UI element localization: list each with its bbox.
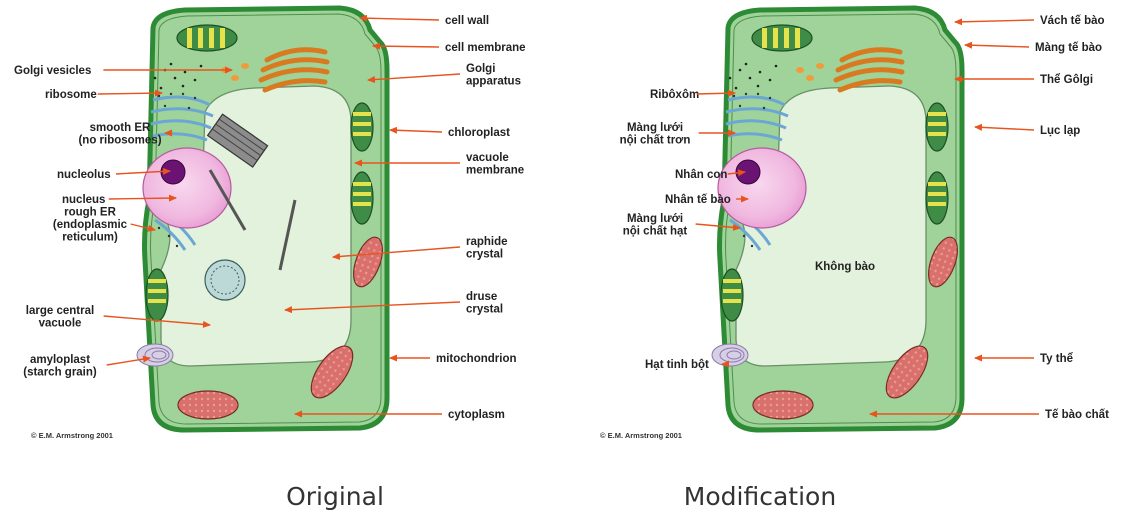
leader-arrow-cell-wall xyxy=(360,18,439,20)
leader-arrow-cell-membrane xyxy=(373,46,439,47)
original-caption: Original xyxy=(286,482,384,511)
label-mitochondrion: Ty thể xyxy=(1040,353,1074,365)
label-chloroplast: Lục lạp xyxy=(1040,125,1080,137)
label-ribosome: Ribôxôm xyxy=(650,89,699,101)
leader-arrow-ribosome xyxy=(697,93,735,94)
label-amyloplast: Hạt tinh bột xyxy=(645,359,709,371)
label-cell-membrane: cell membrane xyxy=(445,42,526,54)
label-mitochondrion: mitochondrion xyxy=(436,353,517,365)
leader-arrow-cell-wall xyxy=(955,20,1034,22)
modified-cell xyxy=(712,8,963,430)
label-nucleolus: Nhân con xyxy=(675,169,727,181)
label-vacuole-membrane: vacuolemembrane xyxy=(466,152,524,177)
label-large-central-vacuole: large centralvacuole xyxy=(26,305,94,330)
leader-arrow-nucleus xyxy=(109,198,176,199)
label-cell-wall: Vách tế bào xyxy=(1040,15,1105,27)
leader-arrow-ribosome xyxy=(98,93,162,94)
vacuole-label: Không bào xyxy=(815,261,875,273)
label-nucleus: nucleus xyxy=(62,194,105,206)
label-amyloplast: amyloplast(starch grain) xyxy=(23,354,97,379)
leader-arrow-cell-membrane xyxy=(965,45,1029,47)
label-ribosome: ribosome xyxy=(45,89,97,101)
label-nucleolus: nucleolus xyxy=(57,169,111,181)
label-nucleus: Nhân tế bào xyxy=(665,194,731,206)
label-smooth-er: smooth ER(no ribosomes) xyxy=(78,122,161,147)
label-rough-er: rough ER(endoplasmicreticulum) xyxy=(53,207,128,244)
label-rough-er: Màng lướinội chất hạt xyxy=(623,213,688,238)
leader-arrow-chloroplast xyxy=(390,130,442,132)
leader-arrow-chloroplast xyxy=(975,127,1034,130)
label-cytoplasm: cytoplasm xyxy=(448,409,505,421)
modified-copyright: © E.M. Armstrong 2001 xyxy=(600,431,682,440)
label-golgi-apparatus: Thể Gôlgi xyxy=(1040,74,1093,86)
label-chloroplast: chloroplast xyxy=(448,127,510,139)
label-raphide-crystal: raphidecrystal xyxy=(466,236,508,261)
label-golgi-apparatus: Golgiapparatus xyxy=(466,63,521,88)
label-druse-crystal: drusecrystal xyxy=(466,291,503,316)
original-copyright: © E.M. Armstrong 2001 xyxy=(31,431,113,440)
original-cell xyxy=(137,8,388,430)
label-cell-membrane: Màng tế bào xyxy=(1035,42,1102,54)
label-cell-wall: cell wall xyxy=(445,15,489,27)
label-cytoplasm: Tế bào chất xyxy=(1045,409,1109,421)
label-golgi-vesicles: Golgi vesicles xyxy=(14,65,91,77)
label-smooth-er: Màng lướinội chất trơn xyxy=(620,122,691,147)
modified-caption: Modification xyxy=(684,482,836,511)
